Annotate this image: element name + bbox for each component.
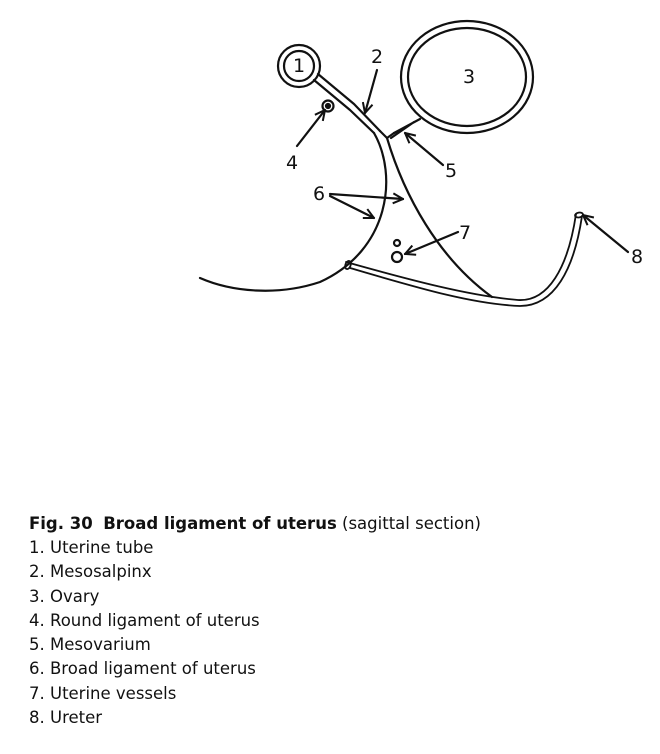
ovary bbox=[399, 19, 535, 135]
arrow-2 bbox=[365, 68, 379, 113]
legend-item: 8. Ureter bbox=[29, 708, 103, 728]
ureter-end-left bbox=[344, 260, 352, 270]
legend-item: 5. Mesovarium bbox=[29, 635, 151, 655]
arrow-6a bbox=[328, 194, 403, 199]
uterine-vessel-small bbox=[392, 238, 402, 248]
arrow-8 bbox=[583, 215, 630, 254]
arrow-5 bbox=[405, 133, 445, 167]
ureter bbox=[345, 213, 583, 307]
uterine-tube bbox=[276, 43, 322, 89]
label-6: 6 bbox=[313, 183, 325, 205]
label-4: 4 bbox=[286, 152, 298, 174]
figure-caption: Fig. 30 Broad ligament of uterus (sagitt… bbox=[29, 512, 649, 730]
legend-item: 7. Uterine vessels bbox=[29, 683, 177, 703]
label-3: 3 bbox=[463, 66, 475, 88]
round-ligament-core bbox=[324, 102, 332, 110]
uterine-tube-lumen bbox=[282, 49, 316, 83]
broad-ligament-posterior bbox=[385, 136, 494, 299]
legend-item: 6. Broad ligament of uterus bbox=[29, 659, 256, 679]
ovary-inner bbox=[406, 26, 528, 128]
caption-title: Fig. 30 Broad ligament of uterus (sagitt… bbox=[29, 512, 649, 536]
arrow-4 bbox=[295, 110, 325, 148]
label-2: 2 bbox=[371, 46, 383, 68]
mesosalpinx bbox=[312, 72, 382, 135]
figure-title: Broad ligament of uterus bbox=[103, 514, 337, 533]
mesovarium bbox=[389, 117, 422, 140]
legend-item: 3. Ovary bbox=[29, 586, 100, 606]
arrow-7 bbox=[405, 230, 460, 254]
legend-item: 4. Round ligament of uterus bbox=[29, 610, 260, 630]
label-1: 1 bbox=[293, 55, 305, 77]
label-8: 8 bbox=[631, 246, 643, 268]
legend-item: 1. Uterine tube bbox=[29, 538, 154, 557]
label-7: 7 bbox=[459, 222, 471, 244]
legend-list: 1. Uterine tube 2. Mesosalpinx 3. Ovary … bbox=[29, 536, 649, 730]
arrow-6b bbox=[328, 194, 374, 220]
figure-number: Fig. 30 bbox=[29, 514, 93, 533]
label-5: 5 bbox=[445, 160, 457, 182]
uterine-vessel-large bbox=[390, 250, 404, 264]
figure-subtitle: (sagittal section) bbox=[342, 514, 481, 533]
round-ligament bbox=[321, 99, 335, 113]
broad-ligament-diagram: 1 2 3 4 5 6 7 8 bbox=[198, 19, 643, 307]
broad-ligament-anterior bbox=[198, 131, 388, 292]
legend-item: 2. Mesosalpinx bbox=[29, 562, 152, 582]
